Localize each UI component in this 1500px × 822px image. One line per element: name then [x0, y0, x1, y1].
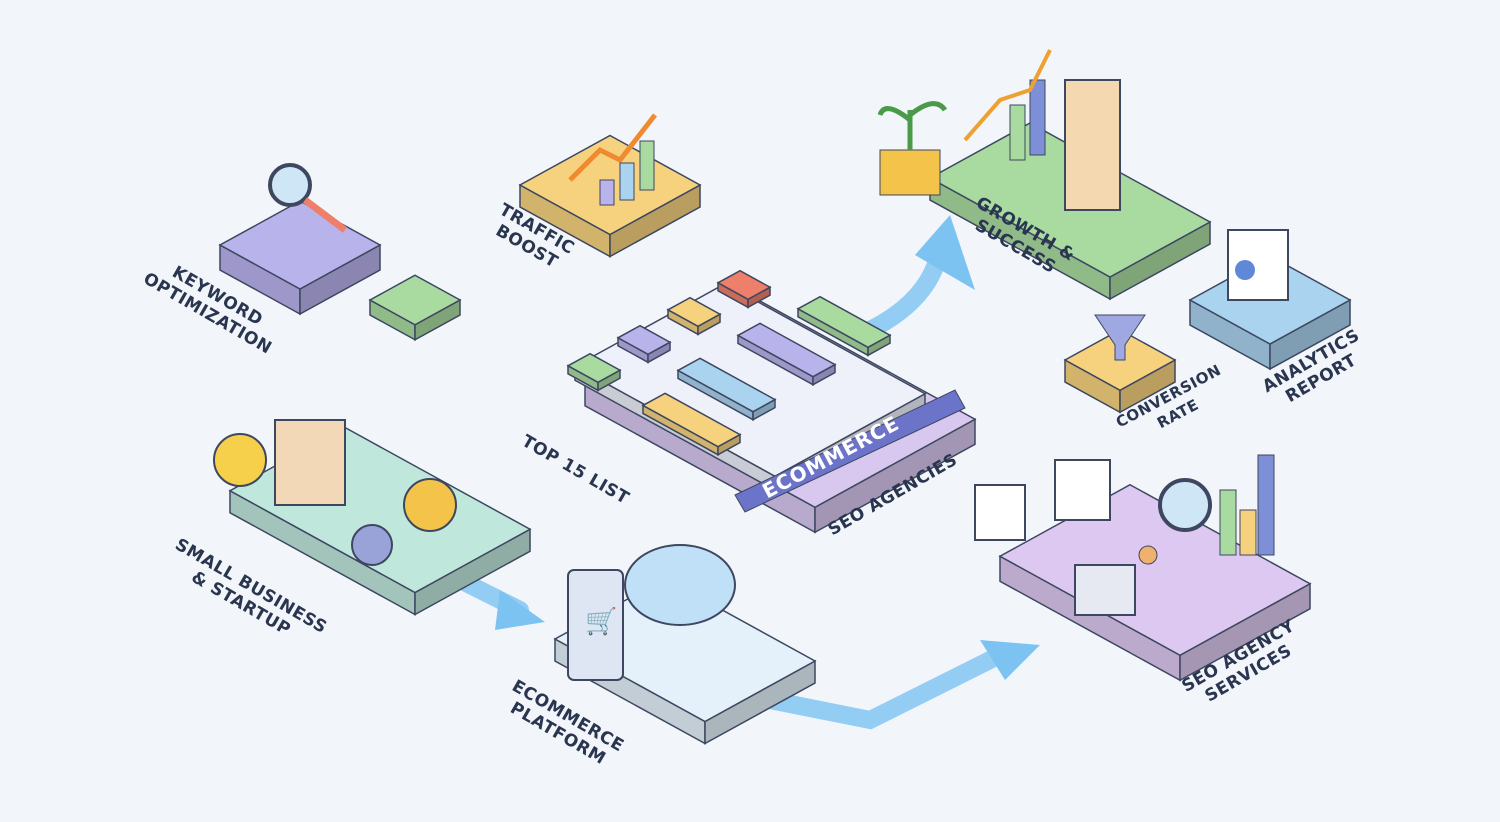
tablet-icon — [567, 569, 624, 681]
ecommerce-banner — [734, 389, 966, 513]
growth-arrow-icon — [963, 49, 1052, 142]
cloud-icon — [624, 544, 736, 626]
lightbulb-icon — [213, 433, 267, 487]
chart-screen-icon — [1054, 459, 1111, 521]
building-icon — [1064, 79, 1121, 211]
up-arrow-bar-2 — [1257, 454, 1275, 556]
traffic-bar-2 — [639, 140, 655, 191]
arrow-platform-to-services — [761, 646, 1009, 730]
growth-bar-2 — [1029, 79, 1046, 156]
storefront-icon — [274, 419, 346, 506]
up-arrow-bar-0 — [1219, 489, 1237, 556]
list-tile-5 — [736, 322, 837, 378]
arrow-head-3 — [915, 215, 975, 290]
funnel-icon — [1094, 314, 1146, 361]
list-tile-7 — [641, 392, 742, 448]
person-icon — [1138, 545, 1158, 565]
plant-icon — [877, 101, 948, 150]
traffic-bar-0 — [599, 179, 615, 206]
pie-chart-icon — [1235, 260, 1255, 280]
growth-bar-1 — [1009, 104, 1026, 161]
list-tile-3 — [566, 352, 622, 384]
up-arrow-bar-1 — [1239, 509, 1257, 556]
list-tile-1 — [666, 296, 722, 328]
gear-small-icon — [351, 524, 393, 566]
traffic-bar-1 — [619, 162, 635, 201]
list-tile-2 — [616, 324, 672, 356]
list-tile-6 — [676, 357, 777, 413]
list-tile-0 — [716, 269, 772, 301]
magnifier-handle-icon — [302, 197, 348, 233]
list-tile-4 — [796, 295, 892, 349]
magnifier-icon — [268, 163, 312, 207]
gear-icon — [403, 478, 457, 532]
dashboard-screen-icon — [974, 484, 1026, 541]
arrow-head-1 — [495, 590, 545, 630]
trend-arrow-icon — [568, 113, 657, 182]
arrow-head-2 — [980, 640, 1040, 680]
small-arrow-tile — [368, 274, 462, 326]
cart-icon: 🛒 — [585, 606, 617, 637]
search-magnifier-icon — [1158, 478, 1212, 532]
desk-icon — [1074, 564, 1136, 616]
coin-stack-body — [879, 149, 941, 196]
